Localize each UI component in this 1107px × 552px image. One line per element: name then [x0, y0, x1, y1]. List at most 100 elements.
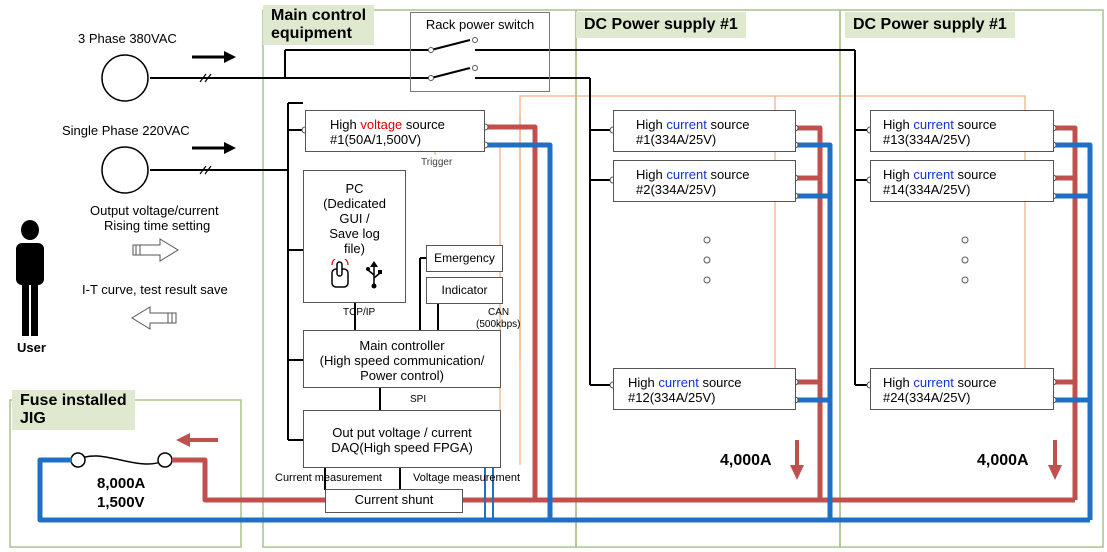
hc-highlight-word: current: [666, 167, 707, 182]
touch-icon: [331, 259, 349, 288]
main-controller-box: Main controller (High speed communicatio…: [303, 330, 501, 388]
pc-box: PC (Dedicated GUI / Save log file): [303, 170, 406, 303]
hc-highlight-word: current: [658, 375, 699, 390]
voltage-measurement-lines: [484, 465, 494, 520]
positive-power-bus: [172, 124, 1078, 503]
dc1-total-current: 4,000A: [720, 452, 772, 469]
user-label: User: [17, 340, 46, 355]
hc12-line-1: High current source: [628, 375, 795, 390]
hc14-line-2: #14(334A/25V): [883, 182, 971, 197]
hc-highlight-word: current: [913, 117, 954, 132]
rack-power-switch: Rack power switch: [410, 12, 550, 92]
jig-title-line-2: JIG: [20, 410, 46, 427]
save-text: I-T curve, test result save: [82, 282, 228, 297]
rack-power-switch-label: Rack power switch: [425, 17, 535, 32]
can-speed-label: (500kbps): [476, 319, 521, 330]
control-wiring: [150, 39, 870, 491]
voltage-measurement-label: Voltage measurement: [413, 472, 521, 484]
hc13-line-1: High current source: [883, 117, 1053, 132]
user-icon: [16, 220, 44, 336]
setting-arrow-icon: [132, 238, 179, 262]
ac-slash-marks: [199, 73, 212, 175]
daq-line-2: DAQ(High speed FPGA): [331, 440, 473, 455]
high-current-source-24: High current source #24(334A/25V): [870, 368, 1054, 410]
pc-line-5: file): [344, 241, 365, 256]
daq-box: Out put voltage / current DAQ(High speed…: [303, 410, 501, 468]
current-shunt-label: Current shunt: [354, 492, 434, 507]
main-controller-line-3: Power control): [360, 368, 444, 383]
emergency-box: Emergency: [426, 245, 503, 272]
hc-prefix: High: [636, 167, 667, 182]
hc24-line-2: #24(334A/25V): [883, 390, 971, 405]
fuse-current-arrow-icon: [176, 433, 218, 447]
current-shunt-box: Current shunt: [325, 489, 463, 513]
source-continuation-dots: [703, 236, 969, 284]
hc24-line-1: High current source: [883, 375, 1053, 390]
fuse-current-rating: 8,000A: [97, 475, 146, 492]
three-phase-source-icon: [101, 54, 149, 102]
high-voltage-source: High voltage source #1(50A/1,500V): [305, 110, 485, 152]
hc1-line-2: #1(334A/25V): [636, 132, 717, 147]
tcpip-label: TCP/IP: [343, 307, 376, 318]
setting-text-line-1: Output voltage/current: [90, 203, 219, 218]
hc-prefix: High: [883, 117, 914, 132]
hc-suffix: source: [953, 117, 997, 132]
emergency-label: Emergency: [434, 251, 495, 265]
dc-supply-1-title: DC Power supply #1: [576, 12, 746, 38]
hc-suffix: source: [953, 167, 997, 182]
high-current-source-2: High current source #2(334A/25V): [613, 160, 796, 202]
current-measurement-label: Current measurement: [275, 472, 382, 484]
hc-suffix: source: [706, 167, 750, 182]
hc1-line-1: High current source: [636, 117, 795, 132]
hv-suffix: source: [402, 117, 445, 132]
hc13-line-2: #13(334A/25V): [883, 132, 971, 147]
hc14-line-1: High current source: [883, 167, 1053, 182]
dc-supply-2-group-frame: [839, 9, 1104, 548]
usb-icon: [366, 261, 382, 289]
indicator-box: Indicator: [426, 277, 503, 304]
hc-highlight-word: current: [913, 375, 954, 390]
dc2-current-arrow-icon: [1048, 440, 1062, 480]
hc-prefix: High: [883, 375, 914, 390]
hc-highlight-word: current: [666, 117, 707, 132]
pc-line-1: PC: [345, 181, 364, 196]
hc2-line-1: High current source: [636, 167, 795, 182]
hc-suffix: source: [953, 375, 997, 390]
hc-suffix: source: [706, 117, 750, 132]
main-controller-line-2: (High speed communication/: [319, 353, 485, 368]
high-current-source-14: High current source #14(334A/25V): [870, 160, 1054, 202]
hc2-line-2: #2(334A/25V): [636, 182, 717, 197]
high-current-source-1: High current source #1(334A/25V): [613, 110, 796, 152]
hc-prefix: High: [636, 117, 667, 132]
spi-label: SPI: [410, 394, 427, 405]
dc-supply-2-title: DC Power supply #1: [845, 12, 1015, 38]
daq-line-1: Out put voltage / current: [332, 425, 472, 440]
dc2-total-current: 4,000A: [977, 452, 1029, 469]
main-controller-line-1: Main controller: [359, 338, 445, 353]
hc-suffix: source: [698, 375, 742, 390]
hc12-line-2: #12(334A/25V): [628, 390, 716, 405]
save-arrow-icon: [131, 306, 177, 330]
hv-source-line-1: High voltage source: [330, 117, 484, 132]
setting-text-line-2: Rising time setting: [104, 218, 211, 233]
pc-line-3: GUI /: [339, 211, 370, 226]
ac-input-arrows: [192, 51, 236, 154]
negative-power-bus: [37, 142, 1093, 523]
pc-line-2: (Dedicated: [323, 196, 386, 211]
jig-title-line-1: Fuse installed: [20, 392, 127, 409]
trigger-label: Trigger: [421, 157, 453, 168]
pc-line-4: Save log: [329, 226, 380, 241]
hc-highlight-word: current: [913, 167, 954, 182]
high-current-source-13: High current source #13(334A/25V): [870, 110, 1054, 152]
fuse-icon: [70, 452, 173, 468]
single-phase-label: Single Phase 220VAC: [62, 123, 190, 138]
jig-title: Fuse installed JIG: [12, 390, 135, 430]
hv-source-line-2: #1(50A/1,500V): [330, 132, 422, 147]
fuse-voltage-rating: 1,500V: [97, 494, 145, 511]
main-control-title-line-1: Main control: [271, 7, 367, 24]
high-current-source-12: High current source #12(334A/25V): [613, 368, 796, 410]
three-phase-label: 3 Phase 380VAC: [78, 31, 177, 46]
hc-prefix: High: [883, 167, 914, 182]
main-control-title-line-2: equipment: [271, 25, 352, 42]
